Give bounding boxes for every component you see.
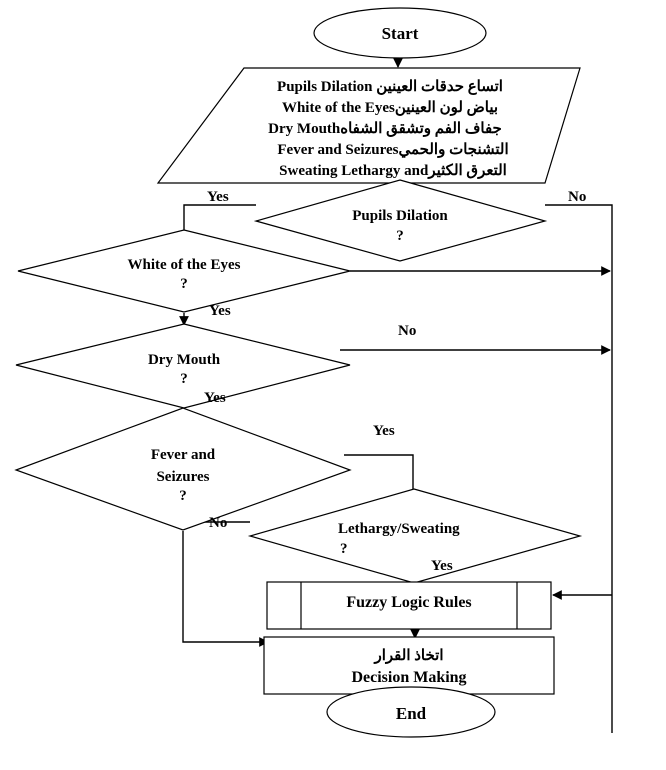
connector-pupils-yes [183, 204, 256, 230]
decision-pupils-dilation[interactable]: Pupils Dilation ? [253, 179, 548, 262]
input-line-5: Sweating Lethargy andالتعرق الكثير [279, 163, 507, 179]
end-label: End [396, 704, 427, 723]
label-white-eyes-yes: Yes [209, 303, 231, 319]
label-pupils-no: No [568, 189, 586, 205]
fuzzy-rules-label: Fuzzy Logic Rules [346, 594, 471, 611]
process-fuzzy-logic-rules[interactable]: Fuzzy Logic Rules [266, 581, 552, 630]
decision-lethargy-label: Lethargy/Sweating [338, 521, 460, 537]
decision-dry-mouth-label: Dry Mouth [148, 352, 221, 368]
label-fever-yes: Yes [373, 423, 395, 439]
connector-fever-yes [344, 454, 414, 489]
decision-lethargy-mark: ? [340, 541, 348, 557]
label-dry-mouth-yes: Yes [204, 390, 226, 406]
decision-fever-shape [14, 407, 352, 531]
input-line-1: Pupils Dilation اتساع حدقات العينين [277, 79, 503, 95]
decision-white-eyes-shape [17, 229, 351, 313]
decision-dry-mouth-mark: ? [180, 371, 188, 387]
input-line-3: Dry Mouthجفاف الفم وتشقق الشفاه [268, 121, 502, 137]
label-lethargy-yes: Yes [431, 558, 453, 574]
decision-fever-seizures[interactable]: Fever and Seizures ? [14, 407, 352, 531]
label-pupils-yes: Yes [207, 189, 229, 205]
decision-lethargy-sweating[interactable]: Lethargy/Sweating ? [247, 488, 583, 584]
label-lethargy-no: No [209, 515, 227, 531]
decision-pupils-shape [253, 179, 548, 262]
decision-pupils-label: Pupils Dilation [352, 208, 448, 224]
start-label: Start [382, 24, 419, 43]
decision-fever-label-2: Seizures [156, 469, 209, 485]
start-ellipse [313, 7, 487, 59]
start-terminal[interactable]: Start [313, 7, 487, 59]
decision-dry-mouth[interactable]: Dry Mouth ? [15, 323, 351, 409]
edge-labels: Yes No Yes No Yes Yes No Yes [204, 189, 586, 574]
end-ellipse [326, 686, 496, 738]
connector-pupils-no-rail [545, 204, 613, 733]
decision-fever-mark: ? [179, 488, 187, 504]
connectors [179, 44, 613, 733]
decision-white-eyes[interactable]: White of the Eyes ? [17, 229, 351, 313]
arrow-fever-no-to-decision [182, 531, 269, 647]
decision-making-label-ar: اتخاذ القرار [373, 648, 443, 664]
label-dry-mouth-no: No [398, 323, 416, 339]
decision-white-eyes-label: White of the Eyes [128, 257, 241, 273]
input-parallelogram[interactable]: Pupils Dilation اتساع حدقات العينين Whit… [156, 67, 581, 184]
input-line-4: Fever and Seizuresالتشنجات والحمي [277, 142, 508, 159]
decision-making-label-en: Decision Making [351, 669, 466, 686]
decision-making-box[interactable]: اتخاذ القرار Decision Making [263, 636, 555, 695]
end-terminal[interactable]: End [326, 686, 496, 738]
input-line-2: White of the Eyesبياض لون العينين [282, 100, 498, 116]
decision-white-eyes-mark: ? [180, 276, 188, 292]
decision-fever-label-1: Fever and [151, 447, 216, 463]
decision-pupils-mark: ? [396, 228, 404, 244]
fuzzy-rules-box [266, 581, 552, 630]
input-shape [156, 67, 581, 184]
